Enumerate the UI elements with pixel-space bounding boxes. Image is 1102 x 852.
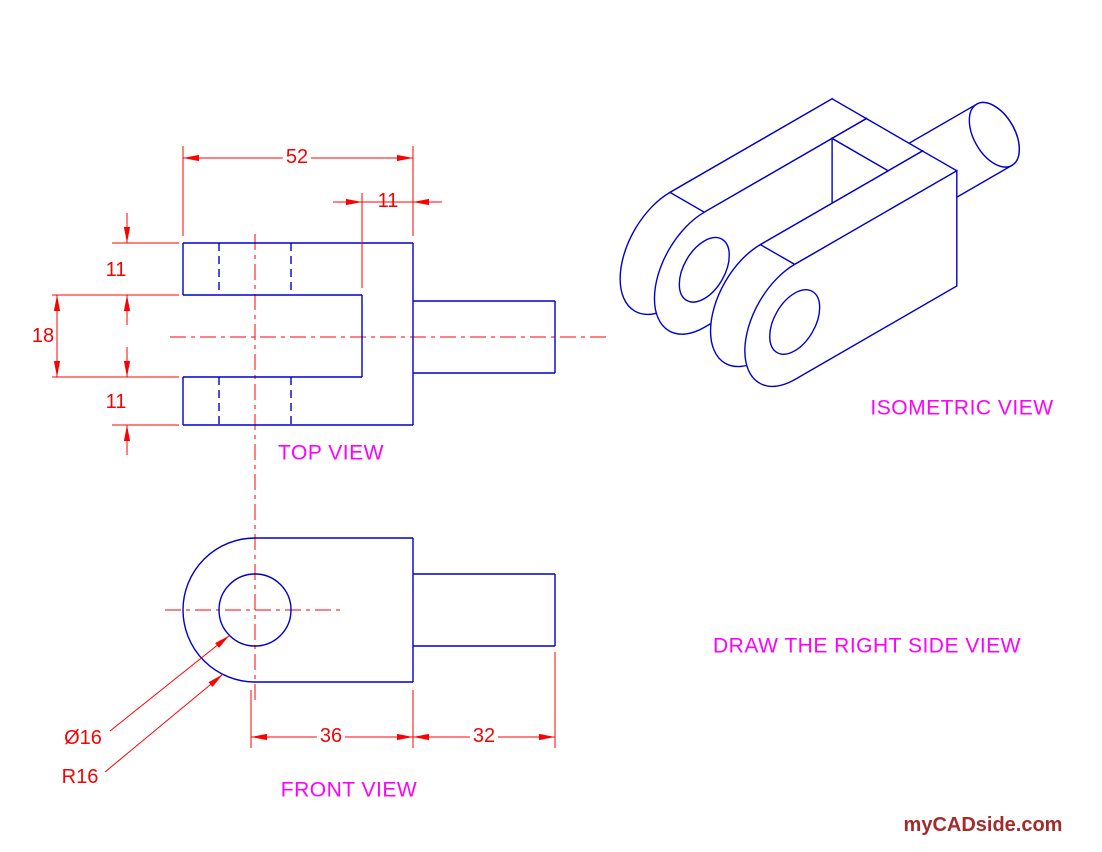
dimension-linework: [52, 146, 556, 773]
dim-r16-leader: [104, 674, 224, 773]
front-view-label: FRONT VIEW: [280, 778, 418, 802]
dim-dia16-leader: [109, 635, 230, 732]
centerlines: [165, 234, 610, 705]
dimension-end-radius: R16: [61, 766, 99, 788]
dimension-slot-width: 18: [31, 325, 55, 347]
dimension-prong-top: 11: [105, 259, 127, 281]
front-view-hole: [218, 573, 292, 647]
dimension-prong-bottom: 11: [105, 391, 127, 413]
iso-front-hole: [769, 289, 821, 355]
dimension-overall-width: 52: [282, 147, 312, 167]
isometric-view-drawing: [619, 97, 1020, 388]
isometric-view-label: ISOMETRIC VIEW: [870, 396, 1054, 420]
dimension-web-thickness: 11: [377, 190, 399, 212]
dimension-hole-diameter: Ø16: [64, 727, 102, 749]
dimension-shaft-length: 32: [469, 726, 499, 746]
top-view-outline: [182, 242, 556, 426]
iso-shaft-end-cap: [968, 101, 1020, 168]
top-view-drawing: [182, 242, 556, 426]
top-view-label: TOP VIEW: [278, 441, 384, 465]
watermark-label: myCADside.com: [903, 814, 1063, 836]
front-view-outline: [182, 537, 556, 683]
dimension-body-length: 36: [316, 726, 346, 746]
top-view-hidden-hole-lines: [218, 243, 292, 425]
instruction-label: DRAW THE RIGHT SIDE VIEW: [713, 634, 1021, 658]
front-view-drawing: [182, 537, 556, 683]
dimension-extension-lines: [52, 146, 556, 748]
iso-rear-hole: [678, 236, 730, 303]
